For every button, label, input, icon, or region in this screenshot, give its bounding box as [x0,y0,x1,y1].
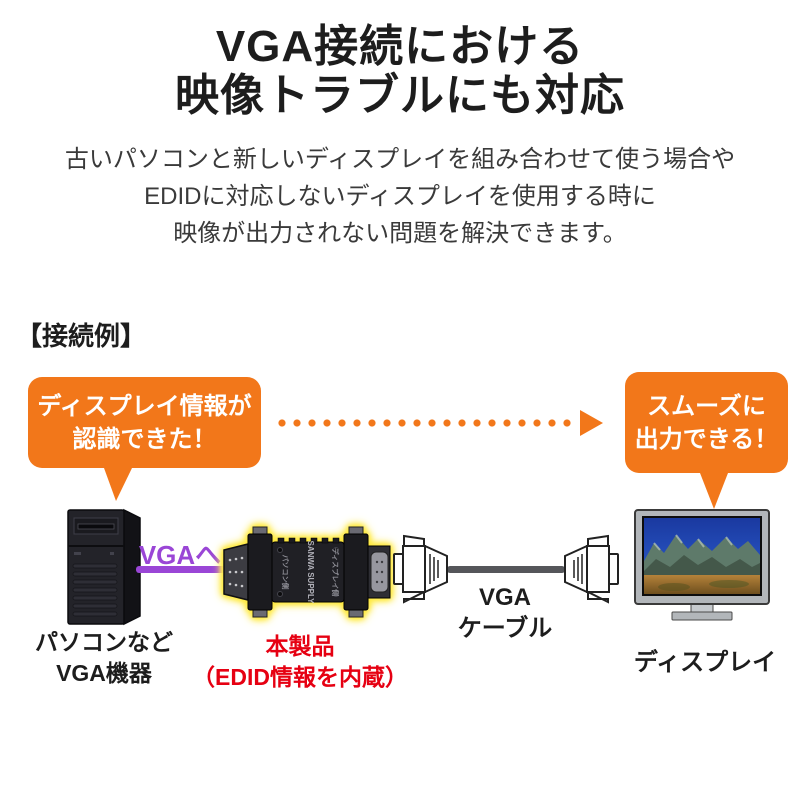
dotted-arrow-head-icon [580,410,603,436]
callout-smooth-output: スムーズに 出力できる！ [625,372,788,509]
adapter-brand-text: SANWA SUPPLY [306,541,315,605]
vga-cable-illustration [393,534,619,604]
pc-label-line-1: パソコンなど [35,629,173,655]
edid-adapter-illustration: パソコン側 SANWA SUPPLY ディスプレイ側 [223,526,391,618]
callout-tail-icon [104,468,132,501]
cable-label: VGA ケーブル [443,582,567,644]
adapter-side-pc-text: パソコン側 [281,555,290,590]
callout-left-line-2: 認識できた！ [72,425,217,453]
vga-connection-line [136,566,232,573]
callout-display-recognized: ディスプレイ情報が 認識できた！ [28,377,261,501]
adapter-side-display-text: ディスプレイ側 [331,548,340,597]
callout-right-line-2: 出力できる！ [634,425,779,453]
vga-port-label: VGAへ [138,540,222,570]
cable-label-line-2: ケーブル [457,615,553,642]
callout-left-line-1: ディスプレイ情報が [37,392,252,420]
dotted-arrow-line [278,419,578,427]
pc-tower-illustration [67,508,141,626]
product-label: 本製品 （EDID情報を内蔵） [172,631,428,693]
product-label-line-1: 本製品 [265,633,335,659]
description-line-3: 映像が出力されない問題を解決できます。 [173,220,627,247]
description-line-2: EDIDに対応しないディスプレイを使用する時に [144,183,656,210]
description-line-1: 古いパソコンと新しいディスプレイを組み合わせて使う場合や [64,146,736,173]
display-label: ディスプレイ [633,649,777,676]
section-label: 【接続例】 [16,321,147,351]
title-line-2: 映像トラブルにも対応 [175,71,625,120]
callout-right-line-1: スムーズに [647,392,766,420]
callout-tail-icon [700,473,728,509]
pc-label-line-2: VGA機器 [56,660,152,686]
display-illustration [634,509,770,621]
title-line-1: VGA接続における [215,22,585,71]
page-title: VGA接続における 映像トラブルにも対応 [0,22,800,120]
product-label-line-2: （EDID情報を内蔵） [192,664,408,690]
description: 古いパソコンと新しいディスプレイを組み合わせて使う場合や EDIDに対応しないデ… [0,141,800,252]
cable-label-line-1: VGA [478,584,531,611]
pc-label: パソコンなど VGA機器 [15,627,193,689]
